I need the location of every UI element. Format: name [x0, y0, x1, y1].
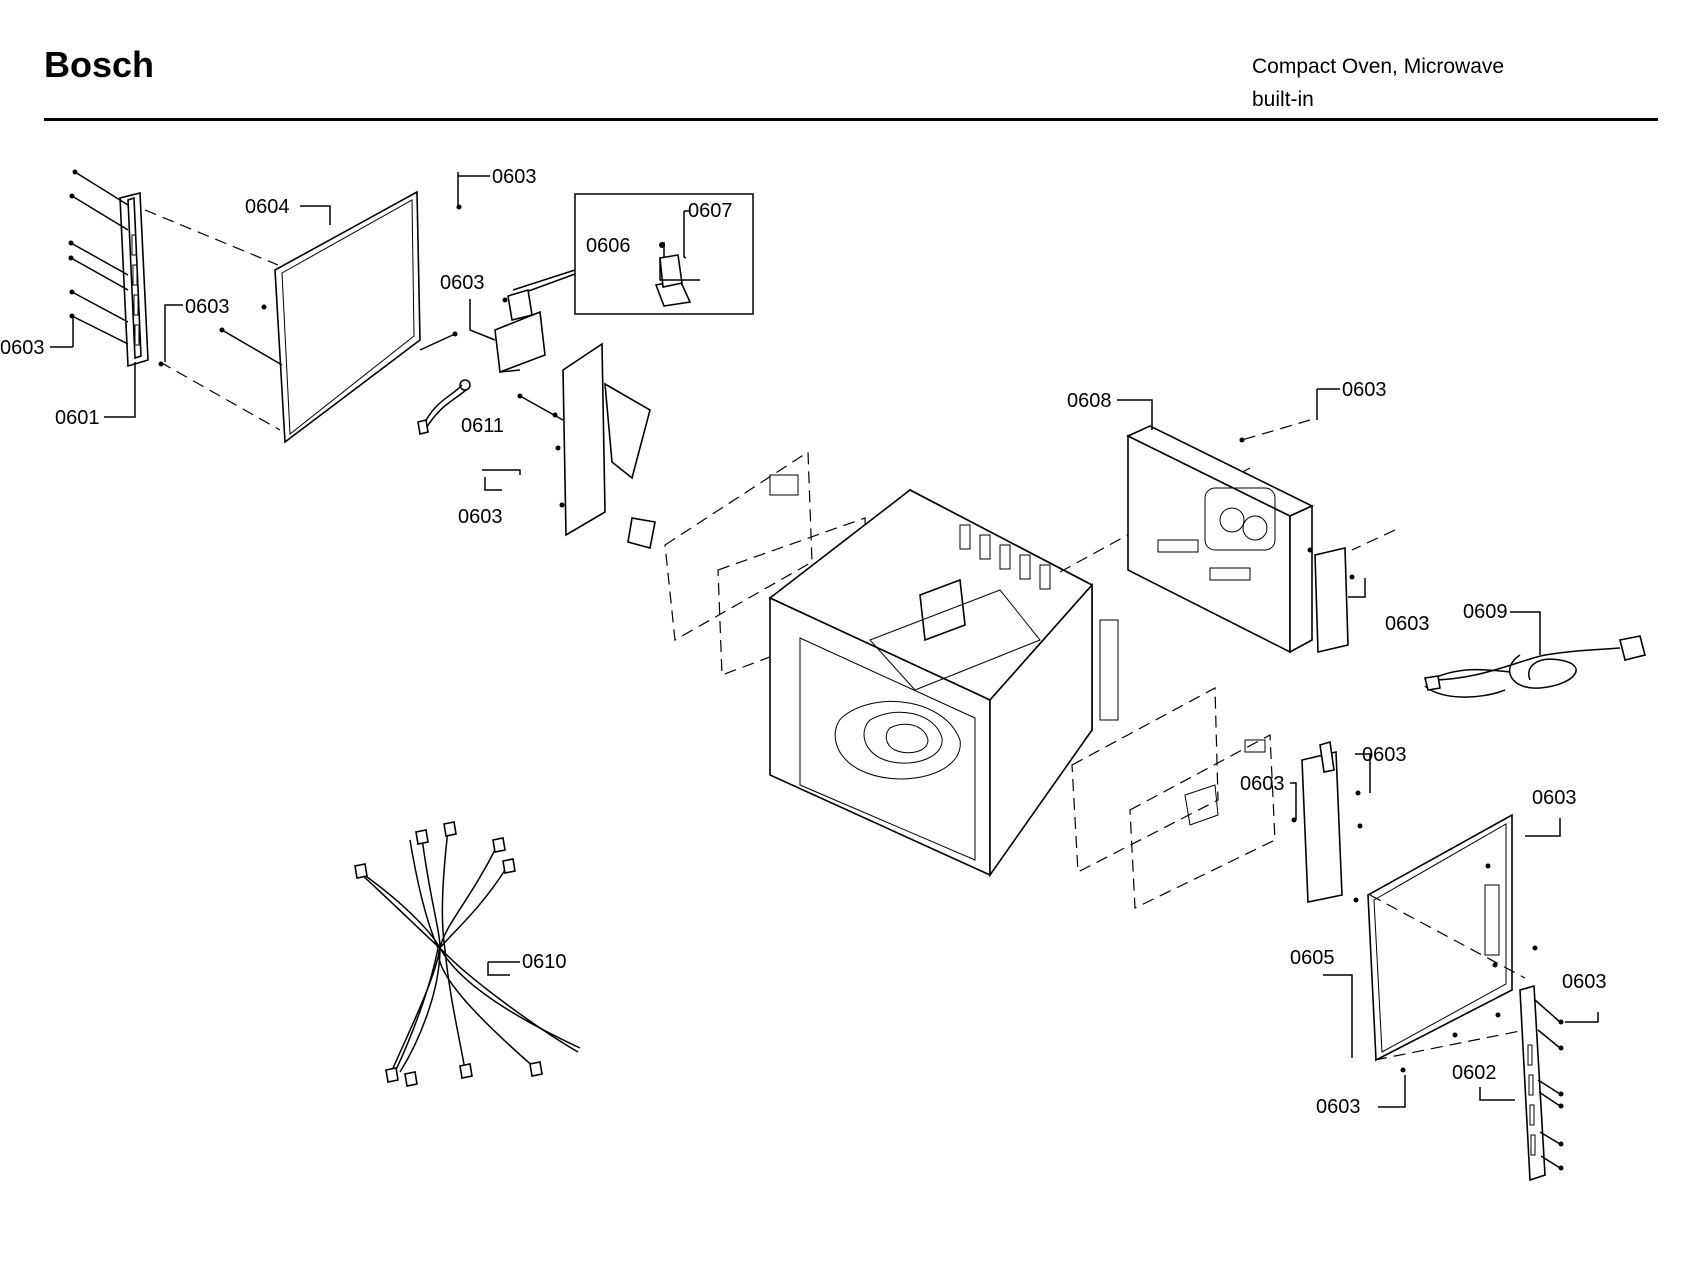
subtitle-line-2: built-in	[1252, 88, 1314, 111]
part-upper-bracket	[494, 288, 546, 374]
label-0603-right-top: 0603	[1362, 744, 1407, 766]
label-0610: 0610	[522, 951, 567, 973]
part-0611-cable	[417, 379, 471, 435]
part-0602-right-trim	[1519, 984, 1546, 1182]
part-0604-side-panel	[158, 190, 462, 444]
subtitle-line-1: Compact Oven, Microwave	[1252, 55, 1505, 78]
screws-0603-left	[68, 169, 129, 345]
part-0610-wire-harness	[354, 821, 581, 1087]
label-0609: 0609	[1463, 601, 1508, 623]
header-rule	[44, 118, 1658, 121]
part-0601-left-trim	[119, 191, 149, 368]
label-0605: 0605	[1290, 947, 1335, 969]
inset-detail-box	[512, 193, 754, 315]
screws-0603-right	[1534, 999, 1564, 1171]
label-0601: 0601	[55, 407, 100, 429]
label-0603-mid: 0603	[458, 506, 503, 528]
label-0603-top: 0603	[492, 166, 537, 188]
label-0607: 0607	[688, 200, 733, 222]
label-0606: 0606	[586, 235, 631, 257]
main-oven-chassis	[768, 488, 1119, 878]
part-0609-power-cord	[1424, 635, 1646, 698]
label-0603-left: 0603	[0, 337, 45, 359]
label-0603-rear: 0603	[1342, 379, 1387, 401]
brand-title: Bosch	[44, 44, 155, 85]
label-0608: 0608	[1067, 390, 1112, 412]
label-0603-right-strip: 0603	[1562, 971, 1607, 993]
label-0603-bracket: 0603	[440, 272, 485, 294]
label-0603-bottom: 0603	[1316, 1096, 1361, 1118]
part-vertical-bracket	[517, 342, 656, 549]
label-0604: 0604	[245, 196, 290, 218]
model-subtitle: Compact Oven, Microwave built-in	[1252, 50, 1504, 116]
label-0602: 0602	[1452, 1062, 1497, 1084]
chassis-vent-slots	[959, 524, 1119, 721]
dashed-circuit-boards-right	[1071, 687, 1276, 909]
label-0603-left-mid: 0603	[185, 296, 230, 318]
label-0603-right-panel: 0603	[1532, 787, 1577, 809]
part-0608-rear-housing	[1126, 425, 1314, 654]
part-0605-side-panel	[1367, 813, 1538, 1073]
part-right-bracket	[1291, 740, 1363, 903]
label-0603-right-mid: 0603	[1240, 773, 1285, 795]
part-rear-bracket	[1307, 529, 1396, 654]
part-labels: 0603 0604 0603 0603 0601 0603 0611 0603 …	[0, 166, 1607, 1118]
leader-lines	[50, 172, 1599, 1108]
label-0603-rear-bracket: 0603	[1385, 613, 1430, 635]
label-0611: 0611	[461, 415, 504, 437]
